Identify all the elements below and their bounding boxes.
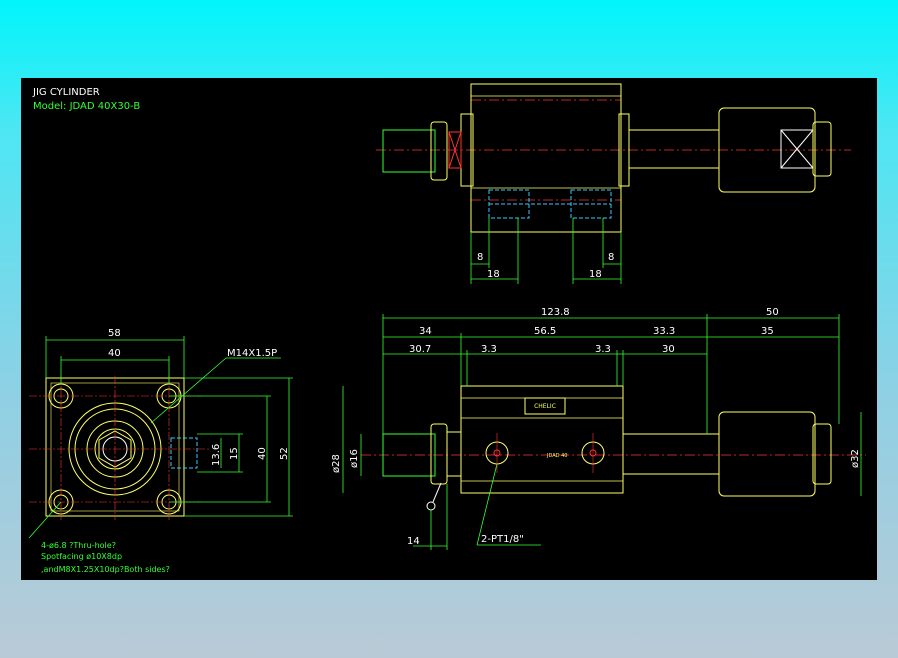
- dim-overall-length: 123.8: [541, 307, 570, 318]
- thread-label: M14X1.5P: [227, 348, 277, 359]
- top-dim-left-span: 18: [487, 269, 500, 280]
- dim-rod-end-length: 50: [766, 307, 779, 318]
- dim-end-diameter: ø32: [850, 449, 861, 468]
- side-view: CHELIC JDAD 40: [331, 307, 866, 550]
- dim-body-diameter: ø28: [331, 454, 342, 473]
- dim-left-gap: 3.3: [481, 344, 497, 355]
- top-view: 8 18 8 18: [376, 83, 851, 284]
- dim-right-offset: 33.3: [653, 326, 675, 337]
- model-label: Model: JDAD 40X30-B: [33, 101, 140, 112]
- dim-rod-length: 30: [662, 344, 675, 355]
- note-spotfacing: Spotfacing ø10X8dp: [41, 552, 122, 561]
- top-dim-right-width: 8: [608, 252, 614, 263]
- dim-body-length: 56.5: [534, 326, 556, 337]
- top-dim-right-span: 18: [589, 269, 602, 280]
- dim-height-inner: 40: [257, 447, 268, 460]
- note-holes: 4-ø6.8 ?Thru-hole?: [41, 541, 116, 550]
- dim-thread-length: 30.7: [409, 344, 431, 355]
- brand-label: CHELIC: [534, 403, 556, 410]
- cad-drawing-canvas: JIG CYLINDER Model: JDAD 40X30-B: [21, 78, 877, 580]
- drawing-title: JIG CYLINDER: [32, 87, 100, 98]
- dim-wrench: 14: [407, 536, 420, 547]
- brand-label-plate: [524, 397, 566, 415]
- dim-port-depth: 13.6: [211, 444, 222, 466]
- front-view: 58 40 M14X1.5P 13.6 15 40 52: [28, 328, 293, 539]
- dim-height-outer: 52: [279, 447, 290, 460]
- top-dim-left-width: 8: [477, 252, 483, 263]
- dim-width-inner: 40: [108, 348, 121, 359]
- dim-port-width: 15: [229, 447, 240, 460]
- top-view-body: [470, 83, 622, 233]
- cad-drawing: JIG CYLINDER Model: JDAD 40X30-B: [28, 83, 866, 574]
- dim-width-outer: 58: [108, 328, 121, 339]
- dim-right-gap: 3.3: [595, 344, 611, 355]
- ports-label: 2-PT1/8": [481, 534, 524, 545]
- dim-nut-length: 35: [761, 326, 774, 337]
- dim-rod-diameter: ø16: [349, 449, 360, 468]
- dim-rod-offset: 34: [419, 326, 432, 337]
- note-thread: ,andM8X1.25X10dp?Both sides?: [41, 565, 170, 574]
- body-marking: JDAD 40: [546, 453, 567, 459]
